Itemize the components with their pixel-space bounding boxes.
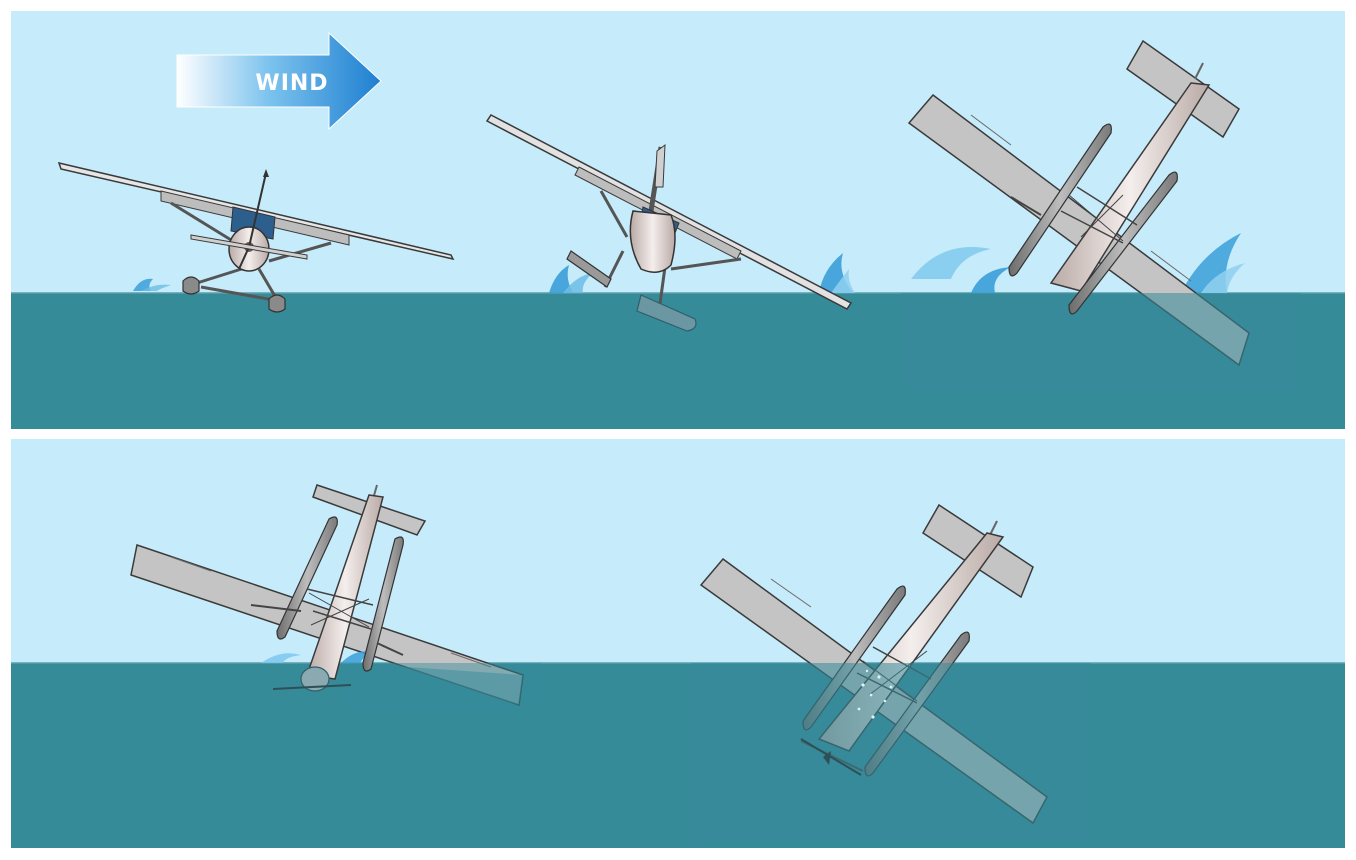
- plane-stage-3: [901, 39, 1301, 393]
- bottom-panel-illustration: [11, 439, 1345, 848]
- plane-stage-2: [485, 114, 855, 332]
- float-left: [182, 276, 200, 295]
- float-right: [1068, 171, 1178, 315]
- bottom-panel: [11, 439, 1345, 848]
- plane-stage-1: [57, 161, 455, 313]
- bubbles: [857, 669, 893, 719]
- propeller: [800, 738, 862, 776]
- top-panel: WIND: [11, 11, 1345, 429]
- spray: [549, 265, 573, 293]
- wind-arrow: WIND: [176, 31, 382, 131]
- float-left: [566, 250, 612, 288]
- plane-stage-4: [130, 484, 541, 713]
- top-panel-illustration: WIND: [11, 11, 1345, 429]
- wind-label: WIND: [255, 71, 328, 96]
- spray: [261, 653, 301, 663]
- propeller: [272, 684, 352, 690]
- fuselage: [629, 210, 676, 273]
- float-right: [636, 294, 697, 332]
- wing: [57, 161, 455, 261]
- plane-stage-5: [691, 503, 1091, 843]
- float-right: [268, 294, 286, 313]
- water: [11, 663, 1345, 848]
- float-left: [1008, 123, 1112, 277]
- float-right: [362, 536, 404, 672]
- spray: [911, 247, 991, 279]
- float-left: [276, 516, 338, 640]
- wing: [485, 114, 853, 310]
